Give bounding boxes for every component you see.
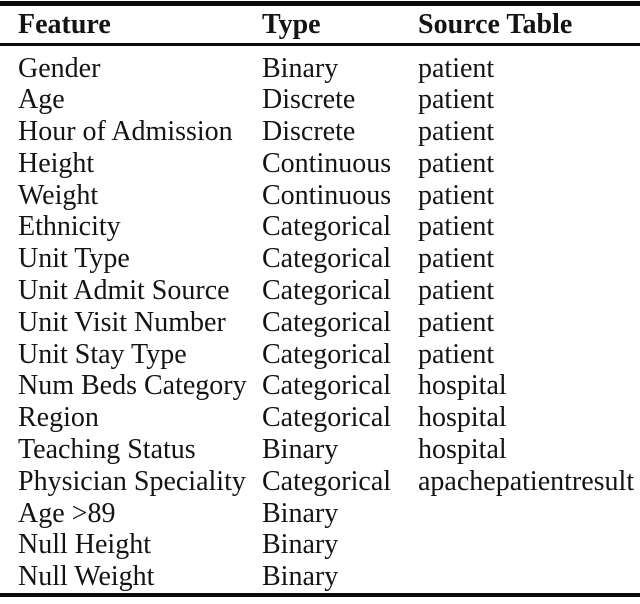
table-row: Region Categorical hospital [0, 402, 640, 434]
table-row: Null Weight Binary [0, 561, 640, 593]
feature-cell: Teaching Status [18, 434, 196, 466]
feature-cell: Hour of Admission [18, 116, 233, 148]
type-cell: Binary [262, 529, 339, 561]
type-cell: Categorical [262, 465, 392, 497]
type-cell: Categorical [262, 243, 392, 275]
source-cell: patient [418, 243, 495, 275]
table-row: Ethnicity Categorical patient [0, 211, 640, 243]
feature-cell: Unit Stay Type [18, 338, 187, 370]
column-header-source-table: Source Table [418, 9, 573, 40]
source-cell: apachepatientresult [418, 465, 635, 497]
table-row: Teaching Status Binary hospital [0, 434, 640, 466]
feature-cell: Null Height [18, 529, 151, 561]
source-cell: patient [418, 179, 495, 211]
column-header-feature: Feature [18, 9, 111, 40]
feature-cell: Unit Admit Source [18, 275, 230, 307]
source-cell: hospital [418, 402, 507, 434]
type-cell: Discrete [262, 116, 356, 148]
table-body: Gender Binary patient Age Discrete patie… [0, 46, 640, 594]
table-row: Unit Visit Number Categorical patient [0, 307, 640, 339]
type-cell: Binary [262, 52, 339, 84]
feature-cell: Unit Visit Number [18, 306, 226, 338]
table-row: Height Continuous patient [0, 148, 640, 180]
top-rule [0, 1, 640, 6]
feature-cell: Region [18, 402, 99, 434]
bottom-rule [0, 593, 640, 598]
source-cell: patient [418, 116, 495, 148]
feature-cell: Weight [18, 179, 99, 211]
table-row: Null Height Binary [0, 529, 640, 561]
type-cell: Discrete [262, 84, 356, 116]
column-header-type: Type [262, 9, 321, 40]
type-cell: Continuous [262, 179, 392, 211]
feature-cell: Ethnicity [18, 211, 121, 243]
table-row: Num Beds Category Categorical hospital [0, 370, 640, 402]
header-rule [0, 43, 640, 46]
source-cell: patient [418, 275, 495, 307]
source-cell: patient [418, 84, 495, 116]
table-row: Unit Type Categorical patient [0, 243, 640, 275]
feature-cell: Physician Speciality [18, 465, 246, 497]
table-header: Feature Type Source Table [0, 6, 640, 43]
source-cell: patient [418, 306, 495, 338]
table-row: Gender Binary patient [0, 53, 640, 85]
table-row: Age >89 Binary [0, 498, 640, 530]
source-cell: patient [418, 338, 495, 370]
feature-cell: Num Beds Category [18, 370, 247, 402]
type-cell: Categorical [262, 306, 392, 338]
source-cell: hospital [418, 370, 507, 402]
feature-cell: Age >89 [18, 497, 116, 529]
feature-cell: Height [18, 147, 95, 179]
type-cell: Continuous [262, 147, 392, 179]
feature-cell: Age [18, 84, 65, 116]
table-row: Age Discrete patient [0, 84, 640, 116]
type-cell: Categorical [262, 275, 392, 307]
type-cell: Categorical [262, 402, 392, 434]
feature-cell: Null Weight [18, 561, 155, 593]
type-cell: Categorical [262, 370, 392, 402]
type-cell: Binary [262, 434, 339, 466]
type-cell: Binary [262, 497, 339, 529]
table-row: Hour of Admission Discrete patient [0, 116, 640, 148]
table-row: Weight Continuous patient [0, 180, 640, 212]
source-cell: patient [418, 147, 495, 179]
source-cell: patient [418, 52, 495, 84]
type-cell: Categorical [262, 211, 392, 243]
header-row: Feature Type Source Table [0, 6, 640, 43]
feature-cell: Unit Type [18, 243, 130, 275]
table-row: Unit Stay Type Categorical patient [0, 339, 640, 371]
table-row: Unit Admit Source Categorical patient [0, 275, 640, 307]
table-row: Physician Speciality Categorical apachep… [0, 466, 640, 498]
type-cell: Binary [262, 561, 339, 593]
type-cell: Categorical [262, 338, 392, 370]
source-cell: hospital [418, 434, 507, 466]
feature-cell: Gender [18, 52, 101, 84]
source-cell: patient [418, 211, 495, 243]
